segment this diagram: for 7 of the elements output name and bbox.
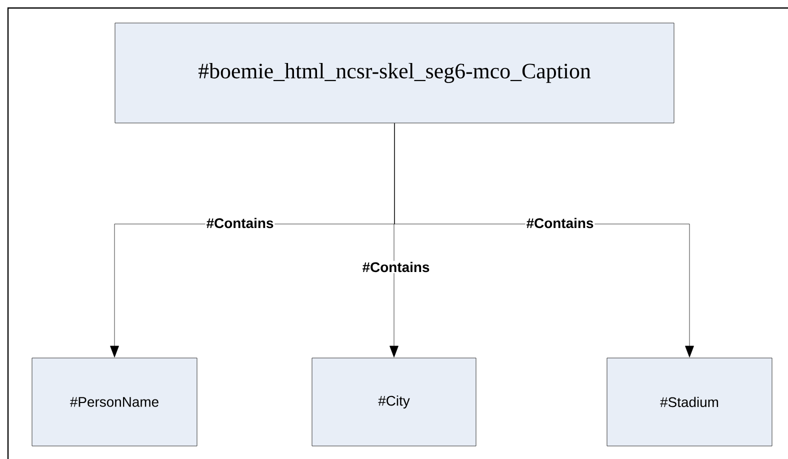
edge-label: #Contains (361, 260, 431, 274)
entity-box: #PersonName (32, 358, 198, 446)
edge-label: #Contains (205, 216, 275, 230)
entity-box: #City (312, 358, 476, 446)
entity-box: #Stadium (606, 358, 772, 446)
entity-box: #boemie_html_ncsr-skel_seg6-mco_Caption (114, 22, 674, 124)
edge-label: #Contains (525, 216, 595, 230)
